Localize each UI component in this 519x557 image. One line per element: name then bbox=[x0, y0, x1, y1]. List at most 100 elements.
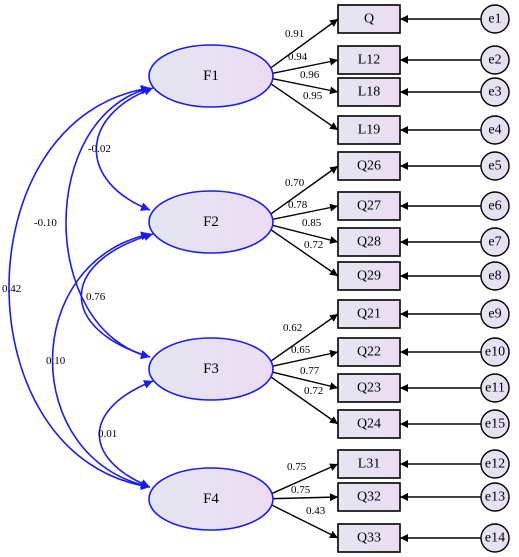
loading-label-l19: 0.95 bbox=[303, 90, 323, 102]
error-circle-e1 bbox=[480, 4, 510, 34]
indicator-label-q22: Q22 bbox=[357, 345, 381, 360]
correlation-label-f1-f3: -0.10 bbox=[34, 217, 57, 229]
indicator-label-q27: Q27 bbox=[357, 199, 381, 214]
factor-label-f1: F1 bbox=[203, 68, 219, 84]
indicator-box-q21 bbox=[337, 299, 401, 329]
correlation-arc-f1-f3 bbox=[65, 85, 151, 360]
loading-edges: 0.910.940.960.950.700.780.850.720.620.65… bbox=[268, 15, 481, 542]
error-circle-e5 bbox=[480, 151, 510, 181]
indicator-box-l19 bbox=[337, 115, 401, 145]
error-circle-e9 bbox=[480, 299, 510, 329]
loading-label-q26: 0.70 bbox=[285, 177, 305, 189]
error-circle-e15 bbox=[480, 409, 510, 439]
error-label-e2: e2 bbox=[488, 53, 501, 68]
loading-label-q33: 0.43 bbox=[306, 505, 326, 517]
indicator-label-q29: Q29 bbox=[357, 269, 381, 284]
indicator-box-l18 bbox=[337, 77, 401, 107]
loading-label-q27: 0.78 bbox=[288, 199, 308, 211]
error-label-e5: e5 bbox=[488, 159, 501, 174]
error-circle-e6 bbox=[480, 191, 510, 221]
loading-label-q21: 0.62 bbox=[283, 322, 302, 334]
indicator-label-q26: Q26 bbox=[357, 159, 381, 174]
correlation-arc-f2-f3 bbox=[80, 232, 154, 359]
error-circle-e13 bbox=[480, 482, 510, 512]
error-label-e12: e12 bbox=[485, 457, 505, 472]
indicator-box-q28 bbox=[337, 227, 401, 257]
factor-label-f2: F2 bbox=[203, 214, 219, 230]
loading-arrow-l31 bbox=[268, 463, 339, 496]
indicator-label-q32: Q32 bbox=[357, 490, 381, 505]
error-label-e15: e15 bbox=[485, 417, 505, 432]
error-label-e3: e3 bbox=[488, 85, 501, 100]
correlation-label-f2-f3: 0.76 bbox=[86, 291, 106, 303]
loading-arrow-q33 bbox=[268, 503, 339, 539]
loading-arrow-l19 bbox=[268, 81, 339, 131]
error-label-e10: e10 bbox=[485, 345, 505, 360]
indicator-box-q32 bbox=[337, 482, 401, 512]
error-circle-e4 bbox=[480, 115, 510, 145]
correlation-arc-f2-f4 bbox=[51, 231, 151, 490]
indicator-label-l19: L19 bbox=[358, 123, 381, 138]
correlation-arcs: -0.02-0.100.420.760.100.01 bbox=[2, 84, 154, 491]
loading-label-l31: 0.75 bbox=[287, 461, 307, 473]
factor-ellipse-f2 bbox=[148, 190, 274, 254]
correlation-arc-f3-f4 bbox=[98, 380, 154, 488]
error-circle-e11 bbox=[480, 373, 510, 403]
indicator-box-q29 bbox=[337, 261, 401, 291]
error-label-e8: e8 bbox=[488, 269, 501, 284]
indicator-label-q: Q bbox=[364, 12, 374, 27]
loading-arrow-q21 bbox=[268, 313, 339, 363]
error-label-e4: e4 bbox=[488, 123, 501, 138]
indicator-box-q27 bbox=[337, 191, 401, 221]
correlation-arc-f1-f2 bbox=[95, 86, 154, 211]
indicator-label-q24: Q24 bbox=[357, 417, 381, 432]
loading-arrow-q29 bbox=[268, 227, 339, 277]
indicator-label-l18: L18 bbox=[358, 85, 381, 100]
loading-label-q29: 0.72 bbox=[304, 239, 323, 251]
factor-ellipse-f3 bbox=[148, 337, 274, 401]
correlation-arc-f1-f4 bbox=[8, 84, 151, 491]
indicator-box-l12 bbox=[337, 45, 401, 75]
factor-ellipse-f4 bbox=[148, 467, 274, 531]
error-label-e11: e11 bbox=[485, 381, 505, 396]
loading-arrow-l12 bbox=[268, 57, 339, 75]
loading-label-l18: 0.96 bbox=[300, 69, 320, 81]
loading-label-q: 0.91 bbox=[285, 28, 304, 40]
factor-label-f4: F4 bbox=[203, 491, 219, 507]
indicator-label-q33: Q33 bbox=[357, 531, 381, 546]
error-circle-e2 bbox=[480, 45, 510, 75]
error-label-e6: e6 bbox=[488, 199, 501, 214]
correlation-label-f1-f4: 0.42 bbox=[2, 283, 21, 295]
loading-arrow-q24 bbox=[268, 375, 339, 425]
error-circle-e10 bbox=[480, 337, 510, 367]
error-circle-e8 bbox=[480, 261, 510, 291]
loading-label-q28: 0.85 bbox=[302, 217, 322, 229]
indicator-label-l31: L31 bbox=[358, 457, 381, 472]
error-label-e14: e14 bbox=[485, 531, 505, 546]
indicator-box-q26 bbox=[337, 151, 401, 181]
error-circle-e7 bbox=[480, 227, 510, 257]
error-label-e1: e1 bbox=[488, 12, 501, 27]
correlation-label-f1-f2: -0.02 bbox=[88, 143, 111, 155]
indicator-box-q23 bbox=[337, 373, 401, 403]
indicator-box-q22 bbox=[337, 337, 401, 367]
error-circle-e12 bbox=[480, 449, 510, 479]
loading-label-l12: 0.94 bbox=[288, 51, 308, 63]
error-label-e13: e13 bbox=[485, 490, 505, 505]
loading-arrow-q26 bbox=[268, 165, 339, 216]
loading-label-q23: 0.77 bbox=[300, 365, 320, 377]
factor-label-f3: F3 bbox=[203, 361, 219, 377]
error-circle-e3 bbox=[480, 77, 510, 107]
loading-arrow-q22 bbox=[268, 349, 339, 368]
correlation-label-f3-f4: 0.01 bbox=[98, 428, 117, 440]
loading-arrow-q27 bbox=[268, 203, 339, 221]
loading-label-q32: 0.75 bbox=[291, 484, 311, 496]
indicator-box-q bbox=[337, 4, 401, 34]
indicator-box-l31 bbox=[337, 449, 401, 479]
indicator-label-q21: Q21 bbox=[357, 307, 381, 322]
error-label-e7: e7 bbox=[488, 235, 501, 250]
loading-arrow-q32 bbox=[268, 493, 339, 502]
indicator-label-q23: Q23 bbox=[357, 381, 381, 396]
